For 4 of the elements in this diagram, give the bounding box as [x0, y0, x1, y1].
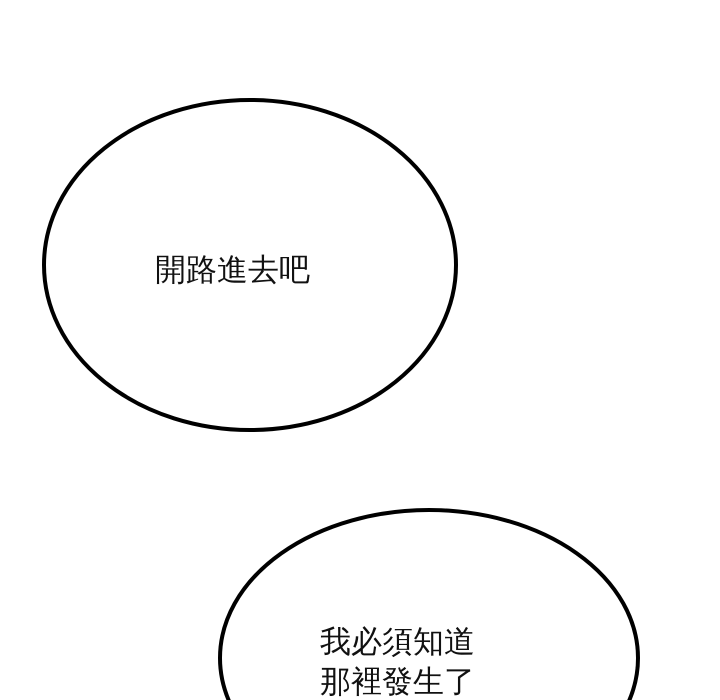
dialogue-text: 我必須知道那裡發生了 [320, 623, 476, 700]
dialogue-text: 開路進去吧 [155, 251, 311, 290]
speech-bubble [218, 508, 640, 700]
speech-bubble [42, 98, 458, 432]
